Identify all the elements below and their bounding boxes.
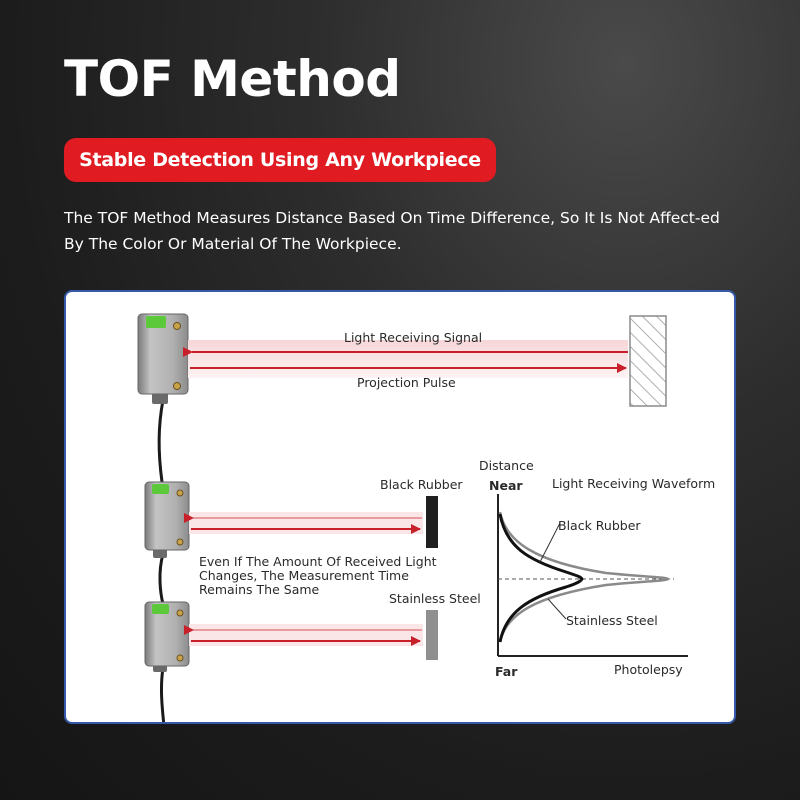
black-rubber-pointer xyxy=(539,522,561,563)
curve-black-rubber-label: Black Rubber xyxy=(558,518,641,533)
receive-signal-label: Light Receiving Signal xyxy=(344,330,483,345)
far-label: Far xyxy=(495,664,518,679)
photolepsy-axis-label: Photolepsy xyxy=(614,662,683,677)
diagram-panel: Light Receiving Signal Projection Pulse … xyxy=(64,290,736,724)
black-rubber-label: Black Rubber xyxy=(380,477,463,492)
distance-axis-label: Distance xyxy=(479,458,534,473)
black-rubber-curve xyxy=(498,513,584,643)
top-sensor xyxy=(137,313,189,483)
note-text: Even If The Amount Of Received Light Cha… xyxy=(199,554,437,597)
page-title: TOF Method xyxy=(64,50,401,108)
stainless-steel-target xyxy=(426,610,438,660)
projection-pulse-label: Projection Pulse xyxy=(357,375,456,390)
black-rubber-target xyxy=(426,496,438,548)
description-text: The TOF Method Measures Distance Based O… xyxy=(64,209,720,253)
near-label: Near xyxy=(489,478,523,493)
stainless-steel-label: Stainless Steel xyxy=(389,591,481,606)
waveform-graph xyxy=(497,494,688,657)
diagram-graphics xyxy=(137,313,688,722)
indicator-led-icon xyxy=(146,316,166,328)
sensor-stainless-steel xyxy=(144,601,190,722)
sensor-black-rubber xyxy=(144,481,190,605)
waveform-title: Light Receiving Waveform xyxy=(552,476,716,491)
target-wall xyxy=(629,315,667,407)
stainless-steel-curve xyxy=(498,511,670,643)
curve-stainless-steel-label: Stainless Steel xyxy=(566,613,658,628)
feature-badge: Stable Detection Using Any Workpiece xyxy=(64,138,496,182)
stainless-steel-pointer xyxy=(547,598,567,620)
